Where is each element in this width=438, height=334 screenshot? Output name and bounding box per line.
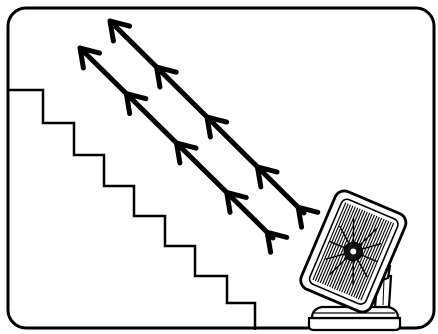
airflow-stream-lower [77,45,290,255]
airflow-arrow-icon-upper-arrowhead-3 [204,114,230,140]
fan-icon [299,189,408,332]
airflow-arrow-icon-upper-arrowhead-5 [295,204,321,230]
airflow-arrow-icon-lower-arrowhead-3 [174,140,199,166]
staircase-icon [9,88,257,330]
airflow-arrow-icon-upper-arrowhead-4 [254,164,280,190]
frame-border [6,6,436,330]
airflow-arrow-icon-lower-arrowhead-1 [77,45,103,71]
airflow-arrow-icon-upper-arrowhead-2 [154,64,179,90]
fan-base [307,305,402,332]
fan-grille [312,202,395,301]
airflow-arrow-icon-lower-arrowhead-2 [123,91,149,117]
airflow-stream-upper [107,18,321,230]
airflow-arrow-icon-lower-arrowhead-5 [264,229,290,255]
airflow-arrow-icon-upper-arrowhead-1 [107,18,133,44]
fan-housing [299,189,408,314]
airflow-arrow-icon-lower-arrowhead-4 [224,189,249,215]
